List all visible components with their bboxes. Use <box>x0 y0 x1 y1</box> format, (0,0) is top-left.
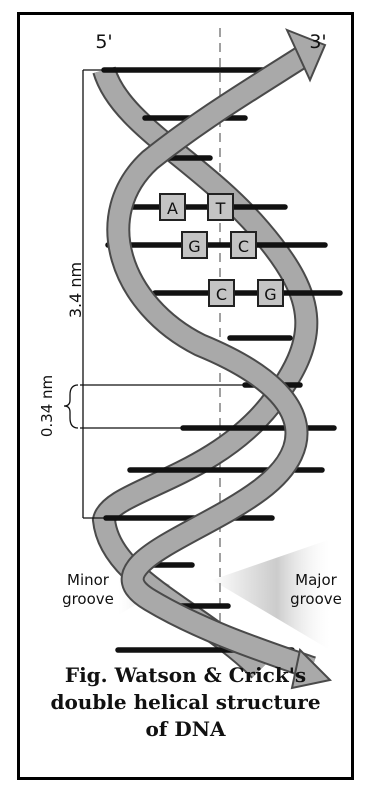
arrowhead-5prime-bottom <box>290 647 333 690</box>
base-box-A <box>159 193 186 221</box>
base-box-T <box>207 193 234 221</box>
base-box-C1 <box>230 231 257 259</box>
minor-groove-label-line2: groove <box>62 590 114 608</box>
pitch-bracket <box>82 69 104 519</box>
base-label: C <box>238 237 249 256</box>
base-label: G <box>264 285 276 304</box>
base-label: C <box>216 285 227 304</box>
arrowhead-3prime <box>285 28 327 83</box>
minor-groove-label-line1: Minor <box>67 571 110 589</box>
rise-label: 0.34 nm <box>38 375 56 437</box>
caption-line-2: double helical structure <box>50 690 321 714</box>
base-box-C2 <box>208 279 235 307</box>
base-label: T <box>215 199 226 218</box>
caption-line-3: of DNA <box>145 717 226 741</box>
label-5prime: 5' <box>95 31 112 53</box>
rise-bracket <box>63 384 245 429</box>
figure-caption: Fig. Watson & Crick's double helical str… <box>20 662 351 743</box>
major-groove-shading <box>212 540 330 650</box>
label-3prime: 3' <box>309 31 326 53</box>
base-box-G2 <box>257 279 284 307</box>
major-groove-label-line2: groove <box>290 590 342 608</box>
pitch-label: 3.4 nm <box>66 262 85 318</box>
base-pair-boxes: A T G C C G <box>159 193 284 307</box>
caption-line-1: Fig. Watson & Crick's <box>64 663 307 687</box>
base-box-G1 <box>181 231 208 259</box>
base-label: A <box>167 199 178 218</box>
major-groove-label-line1: Major <box>295 571 337 589</box>
base-label: G <box>188 237 200 256</box>
